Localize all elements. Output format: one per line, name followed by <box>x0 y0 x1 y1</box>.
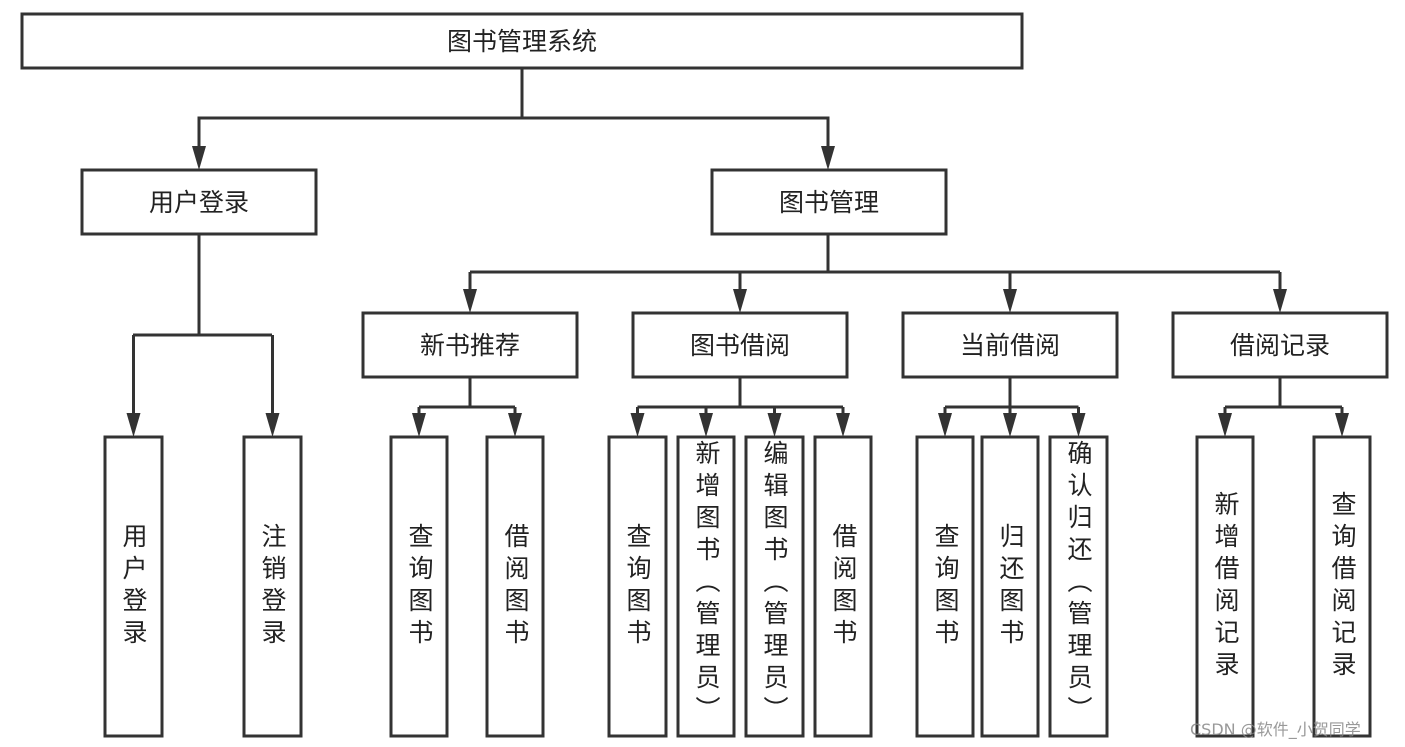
arrow-head <box>1335 413 1349 437</box>
watermark: CSDN @软件_小贺同学 <box>1190 720 1361 739</box>
leaf-box-label: 借阅图书 <box>501 522 530 651</box>
arrow-head <box>192 146 206 170</box>
leaf-box <box>1195 435 1255 738</box>
leaf-box <box>813 435 873 738</box>
submodule-box-label: 借阅记录 <box>1230 331 1330 360</box>
arrow-head <box>508 413 522 437</box>
leaf-box <box>1048 435 1109 738</box>
leaf-box <box>980 435 1040 738</box>
arrow-head <box>1273 289 1287 313</box>
root-box <box>20 12 1024 70</box>
connector <box>197 68 524 146</box>
leaf-box-label: 新增借阅记录 <box>1211 490 1240 683</box>
arrow-head <box>767 413 782 437</box>
leaf-box-label: 查询图书 <box>405 522 434 651</box>
submodule-box-label: 新书推荐 <box>420 331 520 360</box>
module-box-user-login-label: 用户登录 <box>149 188 249 217</box>
leaf-box <box>103 435 164 738</box>
leaf-box <box>607 435 668 738</box>
leaf-box-label: 查询借阅记录 <box>1328 490 1357 683</box>
submodule-box <box>1171 311 1389 379</box>
arrow-head <box>463 289 477 313</box>
connector <box>522 116 830 146</box>
leaf-box <box>1312 435 1372 738</box>
arrow-head <box>126 413 141 437</box>
leaf-box <box>915 435 975 738</box>
leaf-box-label: 查询图书 <box>623 522 652 651</box>
arrow-head <box>821 146 835 170</box>
leaf-box-label: 用户登录 <box>119 522 148 651</box>
submodule-box <box>361 311 579 379</box>
arrow-head <box>699 413 713 437</box>
arrow-head <box>412 413 426 437</box>
module-box-book-management-label: 图书管理 <box>779 188 879 217</box>
arrow-head <box>733 289 747 313</box>
arrow-head <box>836 413 850 437</box>
submodule-box-label: 图书借阅 <box>690 331 790 360</box>
arrow-head <box>630 413 645 437</box>
leaf-box-label: 新增图书（管理员） <box>692 440 721 728</box>
leaf-box-label: 查询图书 <box>931 522 960 651</box>
leaf-box <box>744 435 805 738</box>
leaf-box <box>485 435 545 738</box>
arrow-head <box>938 413 952 437</box>
leaf-box <box>242 435 303 738</box>
leaf-box-label: 借阅图书 <box>829 522 858 651</box>
leaf-box-label: 注销登录 <box>258 522 287 651</box>
arrow-head <box>1003 413 1017 437</box>
arrow-head <box>1071 413 1086 437</box>
leaf-box-label: 归还图书 <box>996 522 1025 651</box>
submodule-box-label: 当前借阅 <box>960 331 1060 360</box>
arrow-head <box>265 413 280 437</box>
arrow-head <box>1003 289 1017 313</box>
submodule-box <box>631 311 849 379</box>
leaf-box <box>389 435 449 738</box>
arrow-head <box>1218 413 1232 437</box>
root-box-label: 图书管理系统 <box>447 27 597 56</box>
leaf-box-label: 确认归还（管理员） <box>1064 440 1093 728</box>
leaf-box <box>676 435 736 738</box>
leaf-box-label: 编辑图书（管理员） <box>760 440 789 728</box>
